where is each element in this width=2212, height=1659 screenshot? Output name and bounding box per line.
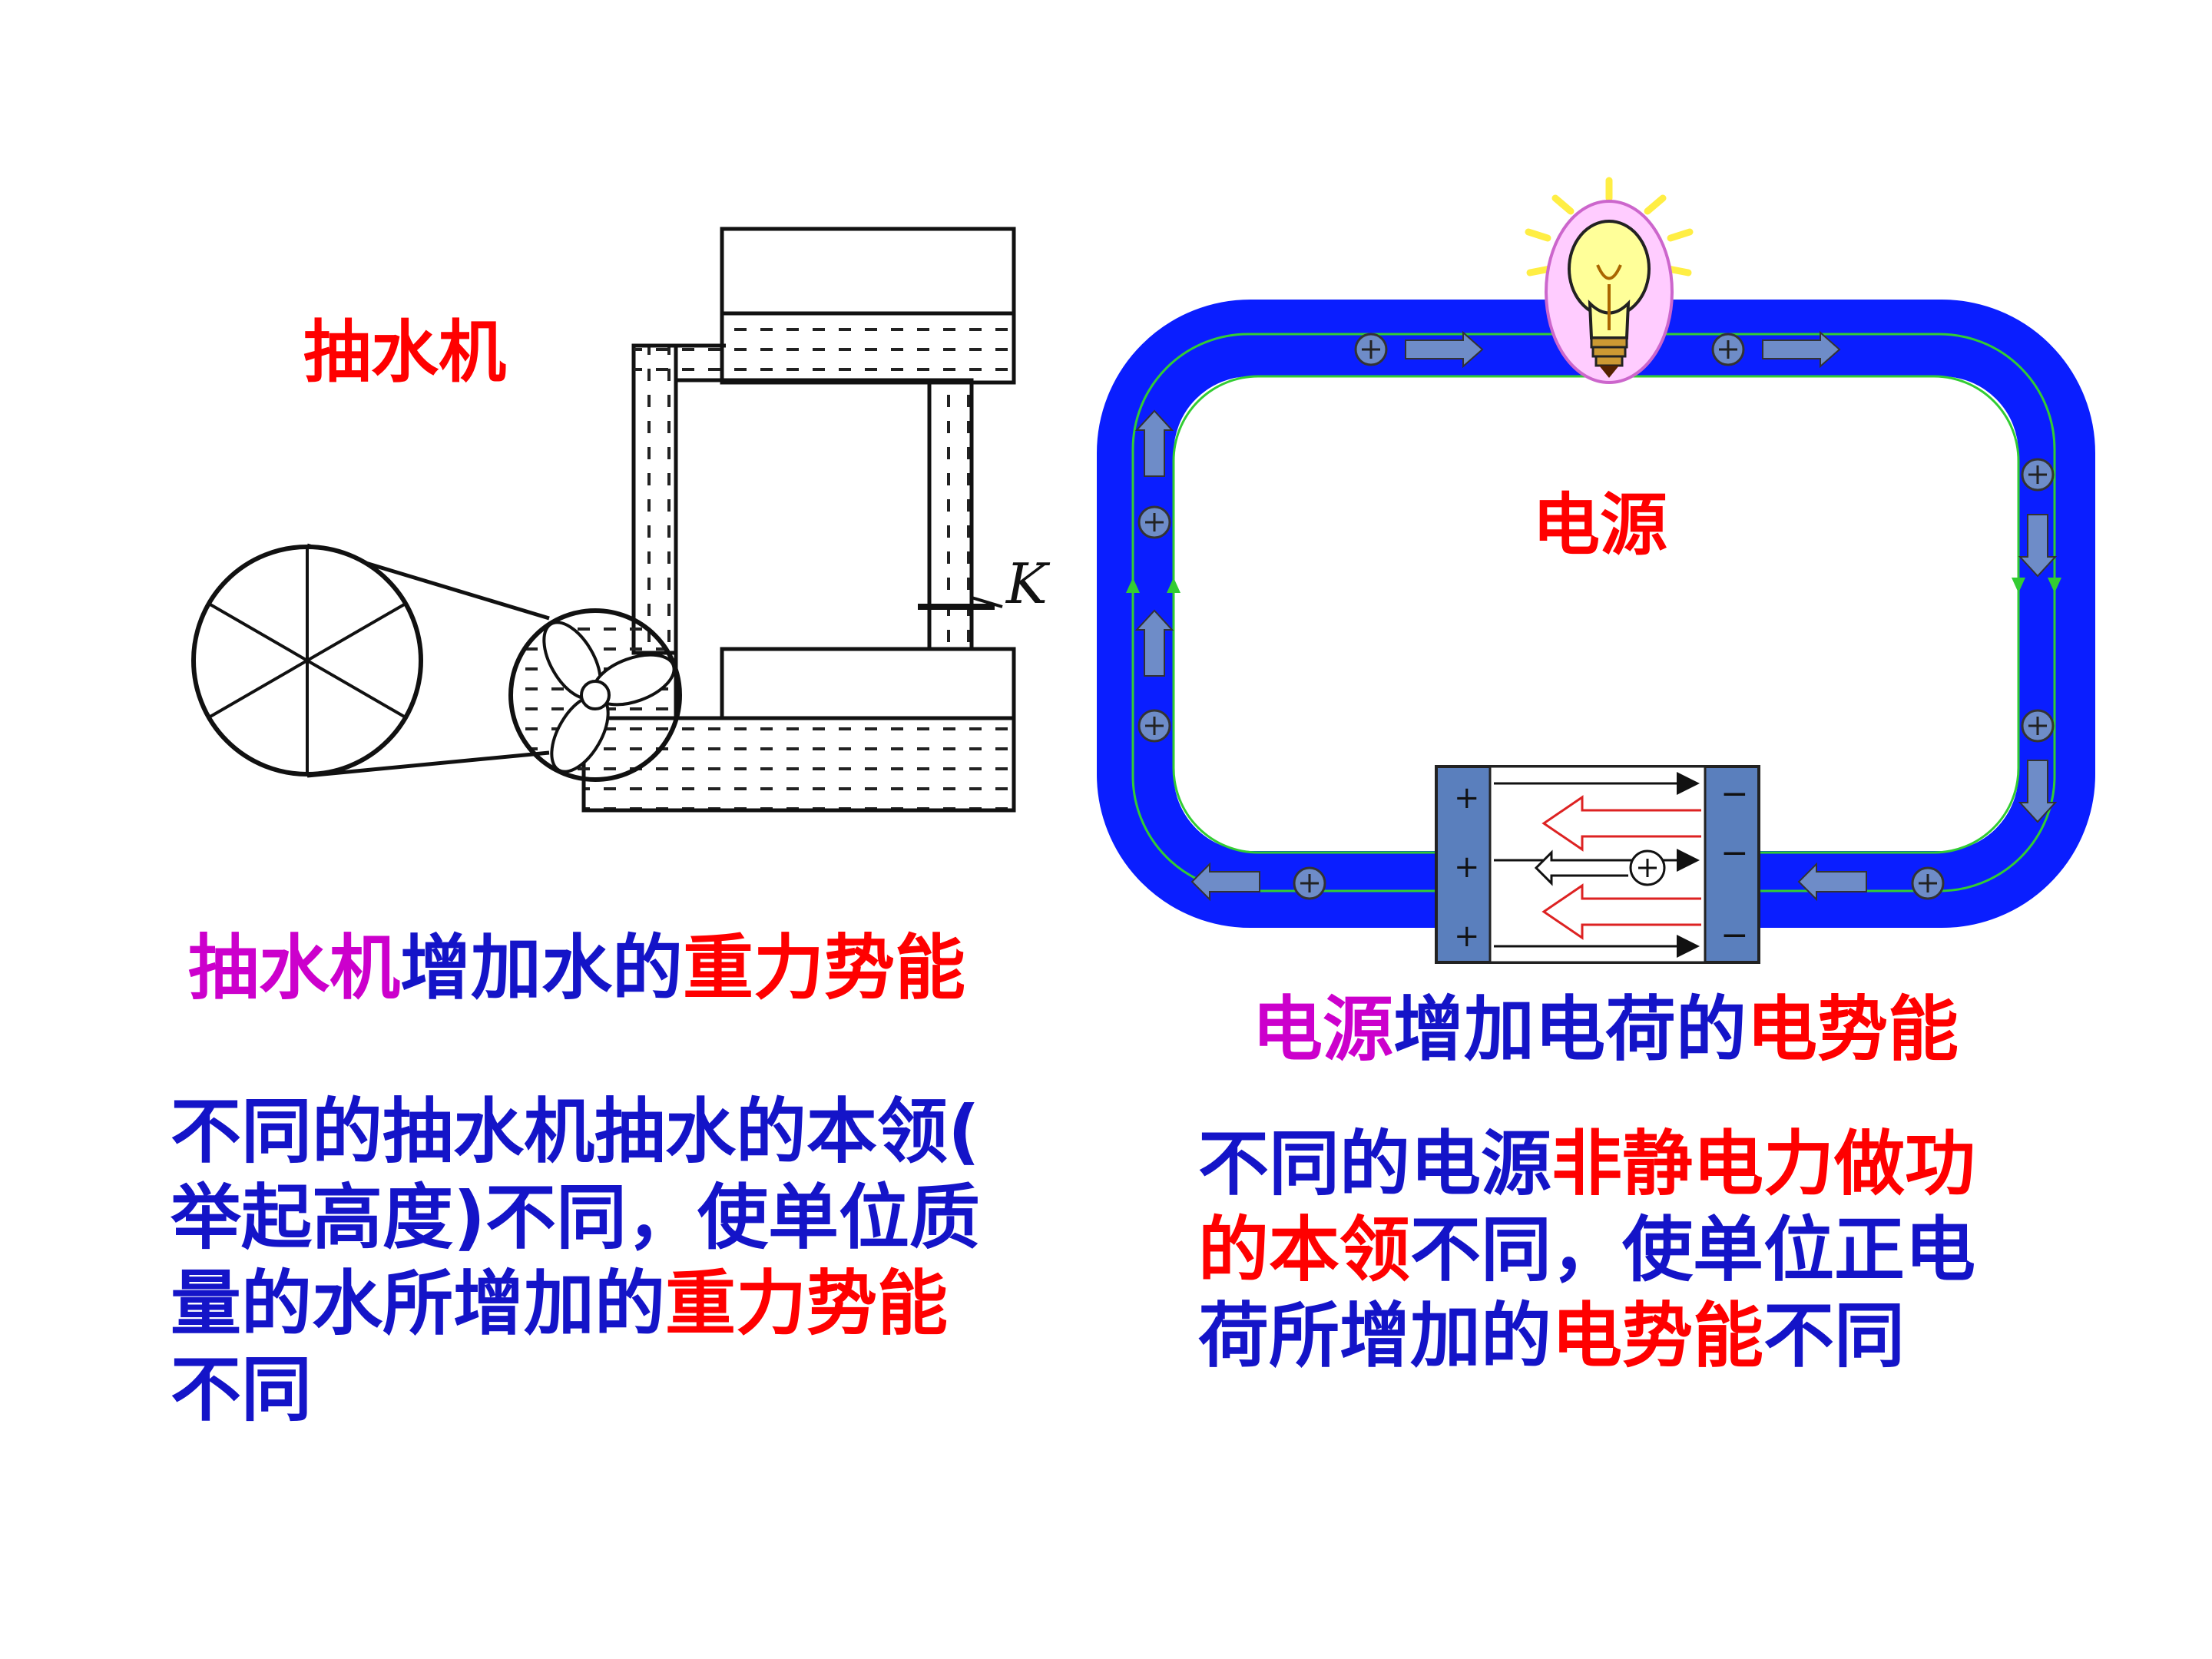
- source-caption: 电源增加电荷的电势能: [1252, 995, 1959, 1065]
- source-paragraph-line-2-text: 不同，使单位正电: [1410, 1209, 1976, 1291]
- circuit-diagram: + + + − − −: [1097, 177, 2095, 964]
- charge-flow-right: [2018, 458, 2058, 823]
- lower-tank: [581, 647, 1016, 813]
- upper-tank: [720, 227, 1016, 385]
- source-paragraph-line-3-highlight: 电势能: [1551, 1295, 1764, 1377]
- valve-label: K: [1005, 551, 1051, 616]
- caption-source-verb: 增加电荷的: [1393, 988, 1747, 1071]
- pump-paragraph-line-1: 不同的抽水机抽水的本领(: [171, 1091, 981, 1173]
- minus-sign-1: −: [1720, 774, 1749, 813]
- caption-source-term: 电源: [1252, 988, 1394, 1071]
- pump-housing: [508, 608, 682, 782]
- pump-paragraph-line-3-highlight: 重力势能: [665, 1263, 949, 1345]
- source-paragraph-line-3-end: 不同: [1763, 1295, 1906, 1377]
- caption-gravitational-energy: 重力势能: [683, 927, 966, 1009]
- left-pipe: [631, 343, 929, 655]
- source-paragraph-line-1-highlight: 非静电力做功: [1551, 1123, 1976, 1205]
- caption-electric-energy: 电势能: [1747, 988, 1959, 1071]
- power-source: + + + − − −: [1435, 765, 1760, 964]
- plus-sign-1: +: [1454, 780, 1480, 816]
- source-paragraph-line-2-highlight: 的本领: [1198, 1209, 1411, 1291]
- source-paragraph-line-1-text: 不同的电源: [1198, 1123, 1552, 1205]
- pump-paragraph: 不同的抽水机抽水的本领( 举起高度)不同，使单位质 量的水所增加的重力势能 不同: [171, 1089, 980, 1433]
- light-bulb-icon: [1525, 177, 1694, 384]
- caption-pump-term: 抽水机: [188, 927, 401, 1009]
- caption-pump-verb: 增加水的: [400, 927, 684, 1009]
- flywheel: [191, 545, 423, 777]
- pump-paragraph-line-3: 量的水所增加的重力势能: [171, 1261, 980, 1347]
- charge-flow-bottom: [1190, 862, 1945, 902]
- valve: K: [918, 551, 1051, 616]
- plus-sign-2: +: [1454, 849, 1480, 885]
- minus-sign-2: −: [1720, 833, 1749, 873]
- source-paragraph-line-1: 不同的电源非静电力做功: [1198, 1121, 1975, 1207]
- source-paragraph: 不同的电源非静电力做功 的本领不同，使单位正电 荷所增加的电势能不同: [1198, 1121, 1975, 1379]
- charge-flow-top: [1354, 330, 1841, 369]
- pump-paragraph-line-3-text: 量的水所增加的: [171, 1263, 666, 1345]
- pump-paragraph-line-2: 举起高度)不同，使单位质: [171, 1177, 981, 1259]
- charge-flow-left: [1134, 409, 1174, 743]
- pump-paragraph-line-4: 不同: [171, 1349, 313, 1431]
- source-paragraph-line-2: 的本领不同，使单位正电: [1198, 1207, 1975, 1293]
- power-source-label: 电源: [1532, 485, 1668, 565]
- impeller: [542, 621, 676, 773]
- source-paragraph-line-3: 荷所增加的电势能不同: [1198, 1293, 1975, 1379]
- source-paragraph-line-3-text: 荷所增加的: [1198, 1295, 1552, 1377]
- water-pump-diagram: K: [191, 227, 1051, 813]
- pump-label: 抽水机: [303, 313, 507, 392]
- minus-sign-3: −: [1720, 916, 1749, 955]
- pump-caption: 抽水机增加水的重力势能: [188, 933, 965, 1004]
- plus-sign-3: +: [1454, 919, 1480, 954]
